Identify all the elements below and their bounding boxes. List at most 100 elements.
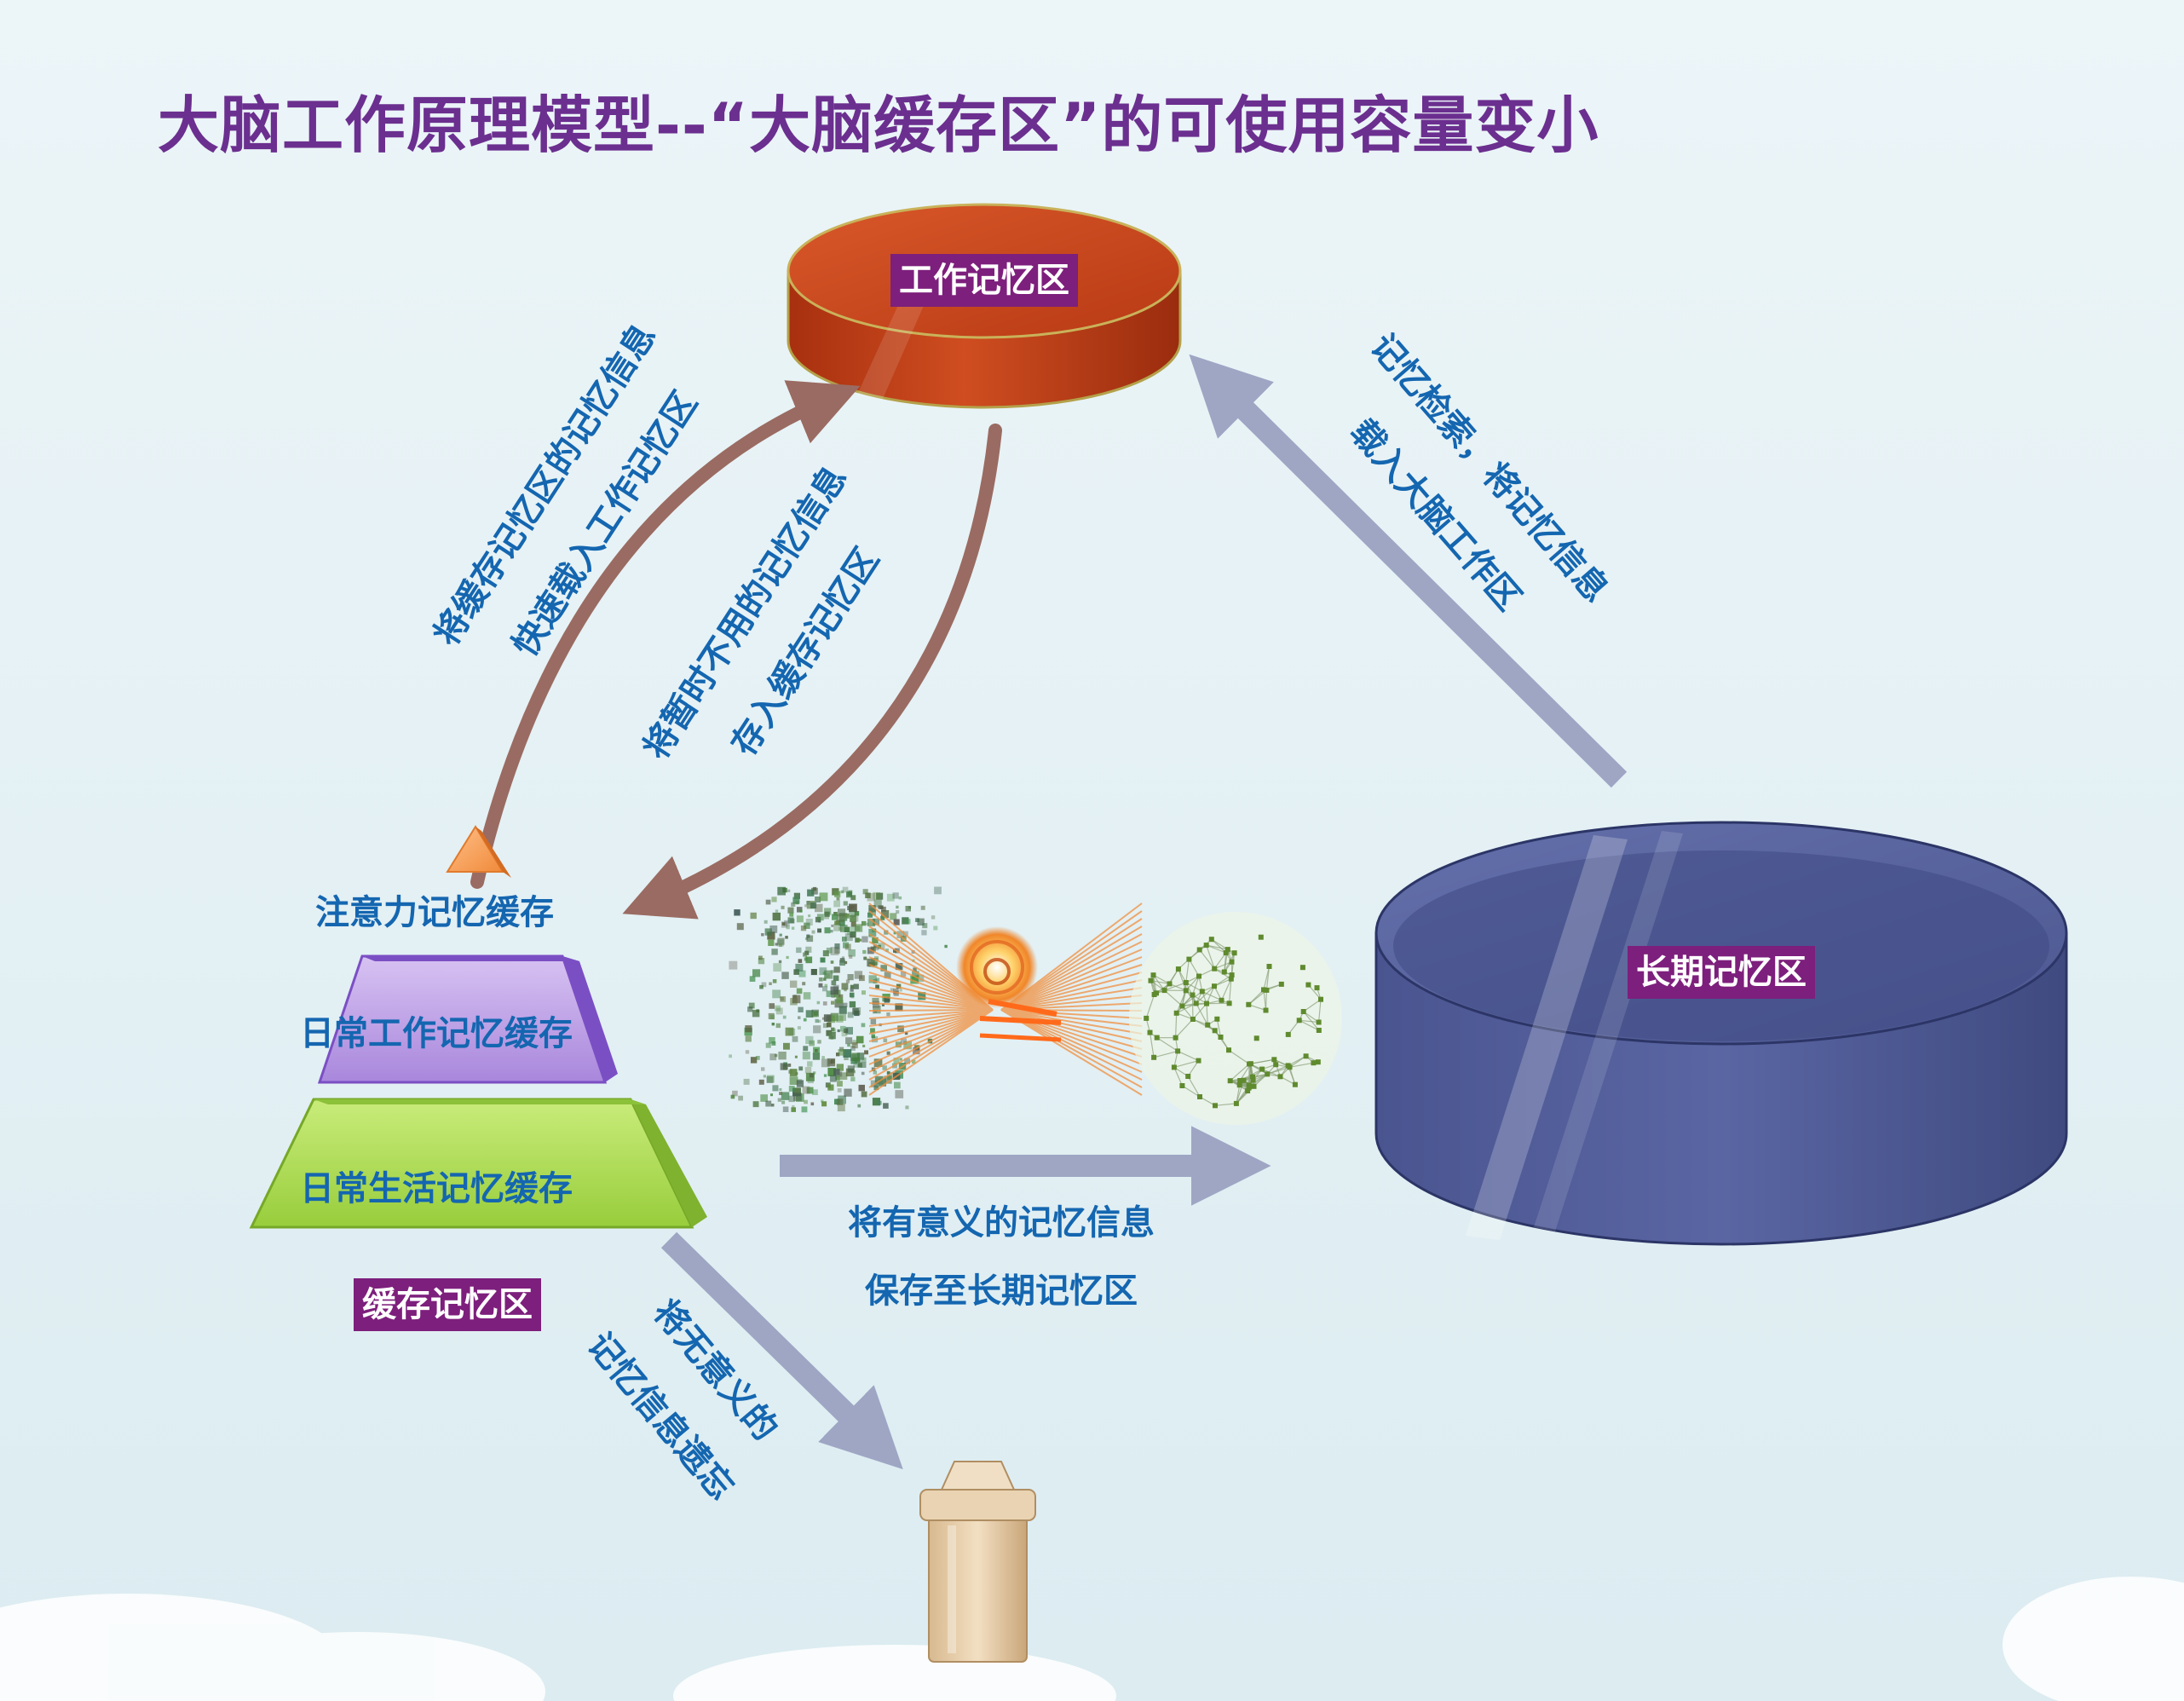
- scatter-dot: [845, 1037, 853, 1045]
- scatter-dot: [752, 969, 761, 977]
- scatter-dot: [838, 908, 846, 917]
- scatter-dot: [755, 1056, 760, 1060]
- scatter-dot: [843, 1002, 848, 1007]
- network-edge: [1318, 999, 1322, 1023]
- scatter-dot: [763, 1075, 766, 1078]
- scatter-dot: [904, 1058, 910, 1064]
- network-node: [1183, 988, 1189, 994]
- scatter-dot: [837, 1087, 842, 1093]
- network-node: [1151, 992, 1157, 997]
- network-edge: [1265, 989, 1267, 1011]
- network-edge: [1206, 944, 1226, 954]
- scatter-dot: [805, 1010, 814, 1018]
- scatter-dot: [781, 972, 789, 979]
- network-node: [1173, 1035, 1178, 1041]
- network-node: [1226, 1047, 1231, 1053]
- cache-pyramid: [249, 825, 707, 1229]
- network-node: [1311, 1060, 1317, 1066]
- scatter-dot: [810, 969, 817, 976]
- scatter-dot: [873, 1058, 883, 1067]
- flow-cache-to-longterm: 将有意义的记忆信息 保存至长期记忆区: [818, 1189, 1184, 1325]
- scatter-dot: [805, 919, 813, 925]
- scatter-dot: [860, 1062, 867, 1068]
- scatter-dot: [791, 1107, 796, 1112]
- scatter-dot: [827, 1068, 837, 1076]
- fan-line: [868, 1009, 994, 1050]
- scatter-dot: [828, 1032, 836, 1040]
- scatter-dot: [852, 1070, 856, 1074]
- network-node: [1258, 934, 1264, 940]
- scatter-dot: [861, 1091, 867, 1098]
- fan-line: [868, 1009, 994, 1065]
- network-node: [1208, 937, 1214, 943]
- scatter-dot: [797, 907, 803, 913]
- network-node: [1175, 1048, 1181, 1054]
- network-edge: [1229, 978, 1232, 1004]
- fan-line: [868, 1009, 994, 1088]
- network-node: [1278, 981, 1284, 987]
- scatter-dot: [779, 1088, 782, 1091]
- scatter-dot: [829, 1075, 837, 1082]
- scatter-dot: [786, 925, 790, 930]
- network-edge: [1192, 1018, 1215, 1031]
- scatter-dot: [896, 983, 902, 989]
- scatter-dot: [826, 948, 833, 954]
- fan-line: [868, 1009, 994, 1019]
- scatter-dot: [918, 992, 926, 1000]
- network-node: [1246, 1082, 1252, 1088]
- scatter-dot: [793, 969, 799, 975]
- network-node: [1212, 1028, 1218, 1034]
- scatter-dot: [745, 1025, 752, 1033]
- scatter-dot: [813, 1071, 816, 1075]
- fan-line: [868, 1009, 994, 1081]
- scatter-dot: [855, 937, 860, 943]
- network-node: [1226, 1000, 1232, 1006]
- scatter-dot: [917, 918, 925, 925]
- data-scatter-icon: [729, 886, 948, 1113]
- scatter-dot: [870, 1018, 877, 1025]
- scatter-dot: [812, 1089, 818, 1095]
- scatter-dot: [893, 1058, 900, 1064]
- scatter-dot: [921, 930, 927, 936]
- scatter-dot: [847, 974, 854, 981]
- scatter-dot: [893, 949, 897, 953]
- scatter-dot: [796, 915, 804, 923]
- scatter-dot: [782, 1106, 789, 1112]
- scatter-dot: [850, 1076, 856, 1081]
- fan-line: [868, 949, 994, 1011]
- scatter-dot: [833, 912, 838, 916]
- network-edge: [1213, 952, 1227, 970]
- scatter-dot: [823, 914, 829, 920]
- scatter-dot: [905, 919, 911, 925]
- scatter-dot: [831, 1027, 835, 1032]
- scatter-dot: [861, 920, 867, 926]
- scatter-dot: [894, 1081, 901, 1089]
- scatter-dot: [895, 963, 902, 970]
- network-node: [1190, 992, 1196, 998]
- network-node: [1219, 997, 1225, 1003]
- scatter-dot: [819, 967, 827, 975]
- scatter-dot: [729, 1054, 732, 1058]
- page-title: 大脑工作原理模型--“大脑缓存区”的可使用容量变小: [158, 89, 1599, 161]
- scatter-dot: [772, 979, 777, 983]
- cache-memory-label: 缓存记忆区: [354, 1278, 541, 1331]
- network-node: [1225, 947, 1230, 953]
- network-edge: [1175, 1018, 1194, 1039]
- scatter-dot: [783, 1042, 790, 1050]
- network-node: [1150, 972, 1156, 978]
- scatter-dot: [747, 1006, 753, 1012]
- network-node: [1261, 987, 1266, 993]
- network-node: [1250, 1074, 1255, 1080]
- scatter-dot: [898, 896, 902, 900]
- arrow-cache-to-working: [470, 380, 861, 889]
- scatter-dot: [836, 1015, 844, 1023]
- fan-line: [1000, 1009, 1143, 1042]
- scatter-dot: [794, 1055, 798, 1058]
- fan-line: [868, 1002, 994, 1011]
- scatter-dot: [805, 946, 812, 953]
- network-edge: [1248, 1004, 1266, 1012]
- scatter-dot: [920, 905, 925, 910]
- fan-line: [1000, 1009, 1143, 1050]
- network-node: [1285, 1031, 1291, 1037]
- scatter-dot: [798, 970, 806, 977]
